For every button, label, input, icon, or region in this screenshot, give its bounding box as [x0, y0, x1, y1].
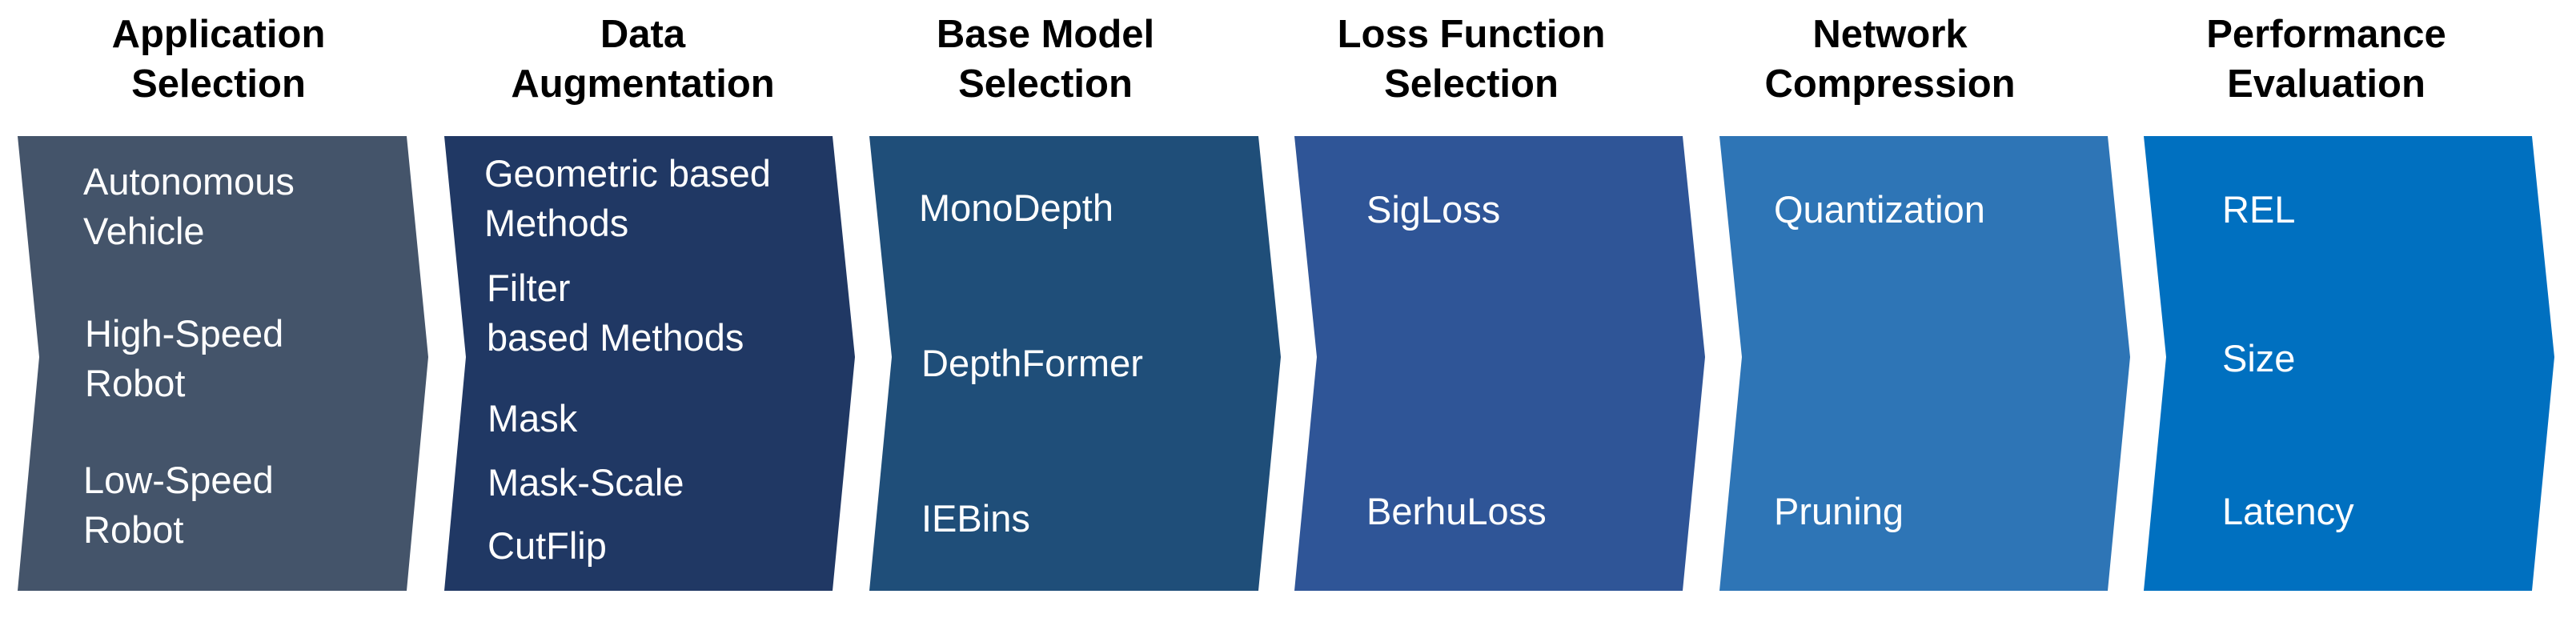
stage-6-item: Latency	[2222, 487, 2354, 536]
stage-4-item: BerhuLoss	[1366, 487, 1547, 536]
stage-2-item: Filter based Methods	[487, 263, 744, 363]
stage-6-title-line2: Evaluation	[2227, 62, 2426, 106]
stage-2-item: Mask	[488, 394, 577, 443]
stage-5-title: Network Compression	[1698, 10, 2082, 109]
stage-5-item: Pruning	[1774, 487, 1904, 536]
stage-4-title-line1: Loss Function	[1337, 13, 1606, 56]
stage-2-item: CutFlip	[488, 521, 607, 571]
stage-5-item-line1: Pruning	[1774, 490, 1904, 532]
stage-6-item: Size	[2222, 334, 2295, 383]
stage-1-item: Autonomous Vehicle	[83, 157, 295, 256]
stage-1-item-line1: High-Speed	[85, 312, 284, 355]
stage-6-title: Performance Evaluation	[2134, 10, 2518, 109]
stage-1-item-line2: Robot	[85, 362, 186, 404]
stage-1-title: Application Selection	[26, 10, 411, 109]
stage-1-item-line1: Low-Speed	[83, 459, 274, 501]
stage-6-item-line1: Size	[2222, 337, 2296, 379]
stage-3-item-line1: MonoDepth	[919, 187, 1113, 229]
stage-1-title-line1: Application	[111, 13, 326, 56]
chevron-stage-1	[18, 136, 428, 591]
stage-4-item-line1: SigLoss	[1366, 188, 1501, 231]
stage-6-title-line1: Performance	[2206, 13, 2446, 56]
stage-4-title-line2: Selection	[1384, 62, 1559, 106]
stage-2-title: Data Augmentation	[451, 10, 835, 109]
stage-6-item: REL	[2222, 185, 2295, 235]
stage-2-item-line2: based Methods	[487, 316, 744, 359]
stage-2-item-line1: CutFlip	[488, 524, 607, 567]
stage-1-item-line1: Autonomous	[83, 160, 295, 203]
chevron-stage-2	[444, 136, 855, 591]
stage-4-item: SigLoss	[1366, 185, 1500, 235]
stage-3-item-line1: DepthFormer	[921, 342, 1143, 384]
stage-1-item-line2: Robot	[83, 508, 184, 551]
stage-2-title-line2: Augmentation	[511, 62, 775, 106]
stage-3-title: Base Model Selection	[853, 10, 1238, 109]
stage-2-item-line1: Geometric based	[484, 152, 771, 195]
stage-6-item-line1: REL	[2222, 188, 2296, 231]
stage-4-item-line1: BerhuLoss	[1366, 490, 1547, 532]
stage-3-title-line1: Base Model	[936, 13, 1155, 56]
stage-2-item-line1: Mask	[488, 397, 578, 439]
stage-2-item-line1: Filter	[487, 267, 571, 309]
chevron-stage-6	[2144, 136, 2554, 591]
stage-2-item: Mask-Scale	[488, 458, 684, 508]
stage-1-title-line2: Selection	[131, 62, 306, 106]
stage-5-item-line1: Quantization	[1774, 188, 1985, 231]
stage-1-item-line2: Vehicle	[83, 210, 205, 252]
chevron-stage-5	[1719, 136, 2130, 591]
stage-3-item: IEBins	[921, 494, 1030, 544]
stage-3-item-line1: IEBins	[921, 497, 1030, 540]
stage-4-title: Loss Function Selection	[1279, 10, 1663, 109]
stage-2-item-line1: Mask-Scale	[488, 461, 684, 504]
stage-3-item: MonoDepth	[919, 183, 1113, 233]
stage-3-item: DepthFormer	[921, 339, 1143, 388]
stage-3-title-line2: Selection	[958, 62, 1133, 106]
stage-5-title-line2: Compression	[1764, 62, 2016, 106]
stage-5-title-line1: Network	[1812, 13, 1968, 56]
stage-2-title-line1: Data	[600, 13, 686, 56]
chevron-stage-4	[1294, 136, 1705, 591]
stage-6-item-line1: Latency	[2222, 490, 2354, 532]
chevron-stage-3	[869, 136, 1281, 591]
stage-1-item: High-Speed Robot	[85, 309, 283, 408]
stage-1-item: Low-Speed Robot	[83, 455, 274, 555]
stage-2-item: Geometric based Methods	[484, 149, 771, 248]
stage-5-item: Quantization	[1774, 185, 1985, 235]
stage-2-item-line2: Methods	[484, 202, 629, 244]
